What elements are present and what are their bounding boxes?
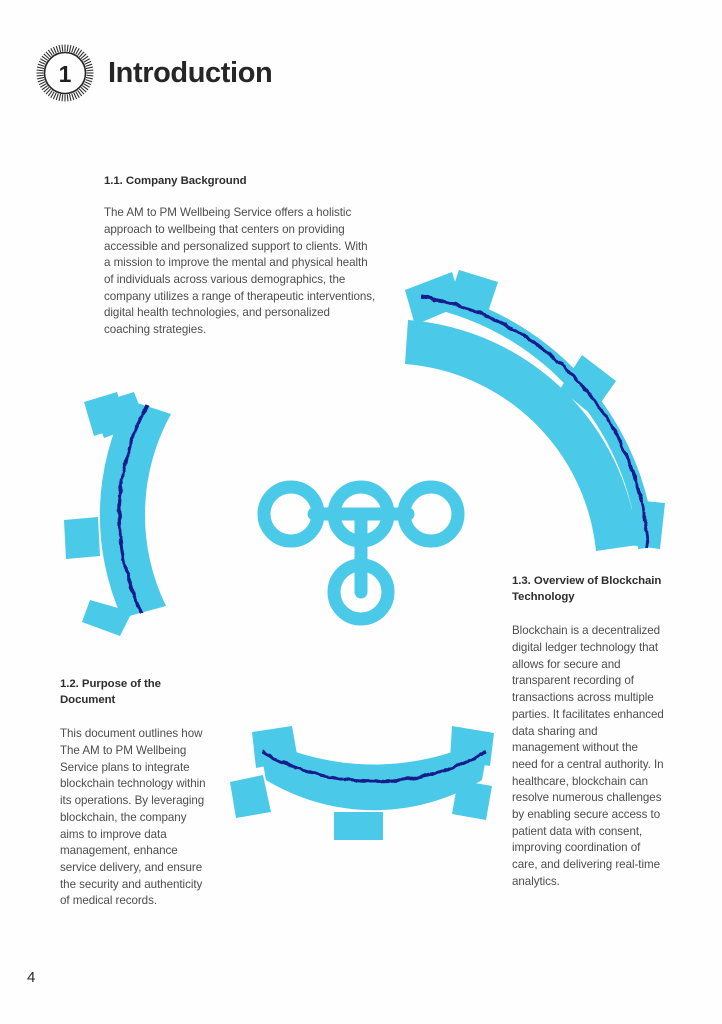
page-number: 4 xyxy=(27,969,36,986)
arc-bottom xyxy=(230,726,494,840)
sunburst-numbered-badge-icon: 1 xyxy=(36,44,94,102)
arc-left xyxy=(64,392,171,636)
arc-upper-right xyxy=(405,270,665,551)
section-1-3-heading: 1.3. Overview of Blockchain Technology xyxy=(512,575,662,604)
page-header: 1 Introduction xyxy=(36,44,273,102)
page-title: Introduction xyxy=(108,56,273,89)
section-1-1-heading: 1.1. Company Background xyxy=(104,175,247,187)
section-1-3: 1.3. Overview of Blockchain Technology B… xyxy=(512,573,664,890)
section-1-2: 1.2. Purpose of the Document This docume… xyxy=(60,676,212,910)
section-1-1-body: The AM to PM Wellbeing Service offers a … xyxy=(104,206,376,336)
section-1-2-body: This document outlines how The AM to PM … xyxy=(60,727,206,908)
section-1-1: 1.1. Company Background The AM to PM Wel… xyxy=(104,173,376,339)
blockchain-node-network-icon xyxy=(257,480,465,626)
section-1-3-body: Blockchain is a decentralized digital le… xyxy=(512,624,664,888)
badge-number: 1 xyxy=(59,61,72,87)
section-1-2-heading: 1.2. Purpose of the Document xyxy=(60,678,161,707)
